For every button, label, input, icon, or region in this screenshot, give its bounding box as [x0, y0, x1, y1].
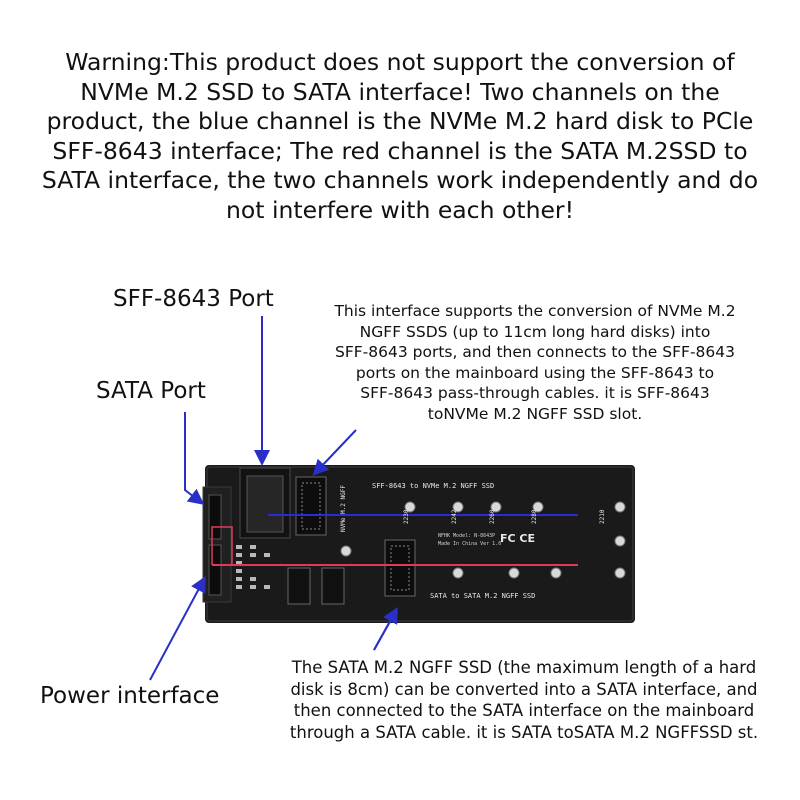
mount-hole-sata-4 — [614, 567, 626, 579]
warning-line: SATA interface, the two channels work in… — [41, 166, 759, 194]
sata-desc-line: The SATA M.2 NGFF SSD (the maximum lengt… — [291, 658, 757, 677]
slot-mark-2260: 2260 — [489, 509, 496, 524]
nvme-slot-pointer — [312, 429, 357, 476]
slot-mark-2210: 2210 — [599, 509, 606, 524]
power-interface-label: Power interface — [40, 683, 220, 709]
mount-hole-right — [614, 535, 626, 547]
sata-m2-slot-pins — [390, 545, 410, 591]
sata-desc-line: through a SATA cable. it is SATA toSATA … — [289, 722, 759, 742]
nvme-desc-line: ports on the mainboard using the SFF-864… — [355, 363, 715, 382]
nvme-channel-description: This interface supports the conversion o… — [300, 301, 770, 424]
power-connector-slot — [208, 544, 222, 596]
sff-8643-connector-face — [246, 475, 284, 533]
warning-text: Warning:This product does not support th… — [30, 48, 770, 225]
slot-mark-2242: 2242 — [451, 509, 458, 524]
mount-hole-2242 — [452, 501, 464, 513]
silk-model-text: NFHK Model: N-8643P — [438, 533, 495, 539]
nvme-desc-line: SFF-8643 pass-through cables. it is SFF-… — [360, 384, 710, 402]
sata-m2-slot — [384, 539, 416, 597]
silk-top-text: SFF-8643 to NVMe M.2 NGFF SSD — [372, 482, 494, 490]
silk-origin-text: Made In China Ver 1.0 — [438, 541, 501, 547]
nvme-desc-line: toNVMe M.2 NGFF SSD slot. — [427, 404, 643, 423]
warning-line: SFF-8643 interface; The red channel is t… — [52, 136, 748, 165]
sata-port-label: SATA Port — [96, 378, 206, 404]
silk-nvme-vertical: NVMe M.2 NGFF — [340, 485, 347, 532]
nvme-desc-line: This interface supports the conversion o… — [334, 302, 736, 320]
mounting-holes — [340, 501, 626, 579]
sata-desc-line: disk is 8cm) can be converted into a SAT… — [290, 679, 758, 699]
sata-data-header — [287, 567, 311, 605]
nvme-m2-slot-pins — [301, 482, 321, 530]
silk-bottom-text: SATA to SATA M.2 NGFF SSD — [430, 592, 535, 600]
mount-hole-2280 — [532, 501, 544, 513]
sata-desc-line: then connected to the SATA interface on … — [293, 701, 755, 720]
sata-connector-slot — [208, 494, 222, 540]
power-interface-pointer — [149, 575, 206, 681]
mount-hole-sata-2 — [508, 567, 520, 579]
nvme-desc-line: SFF-8643 ports, and then connects to the… — [335, 343, 735, 361]
nvme-desc-line: NGFF SSDS (up to 11cm long hard disks) i… — [359, 322, 711, 341]
warning-line: NVMe M.2 SSD to SATA interface! Two chan… — [80, 77, 720, 106]
sata-channel-description: The SATA M.2 NGFF SSD (the maximum lengt… — [268, 657, 780, 743]
sata-port-pointer — [184, 412, 205, 505]
sata-slot-pointer-head — [373, 607, 398, 651]
mount-hole-2210 — [614, 501, 626, 513]
slot-mark-2280: 2280 — [531, 509, 538, 524]
mount-hole-2230 — [404, 501, 416, 513]
sff-port-label: SFF-8643 Port — [113, 286, 274, 312]
warning-line: product, the blue channel is the NVMe M.… — [46, 107, 754, 135]
warning-line: not interfere with each other! — [225, 195, 574, 224]
mount-hole-sata-3 — [550, 567, 562, 579]
nvme-m2-slot — [295, 476, 327, 536]
silk-cert-marks: FC CE — [500, 532, 535, 545]
sata-data-header-2 — [321, 567, 345, 605]
small-components — [236, 545, 270, 589]
mount-hole-2260 — [490, 501, 502, 513]
slot-mark-2230: 2230 — [403, 509, 410, 524]
mount-hole-center — [340, 545, 352, 557]
mount-hole-sata-1 — [452, 567, 464, 579]
warning-line: Warning:This product does not support th… — [65, 48, 735, 76]
sata-red-channel-riser — [211, 526, 233, 565]
